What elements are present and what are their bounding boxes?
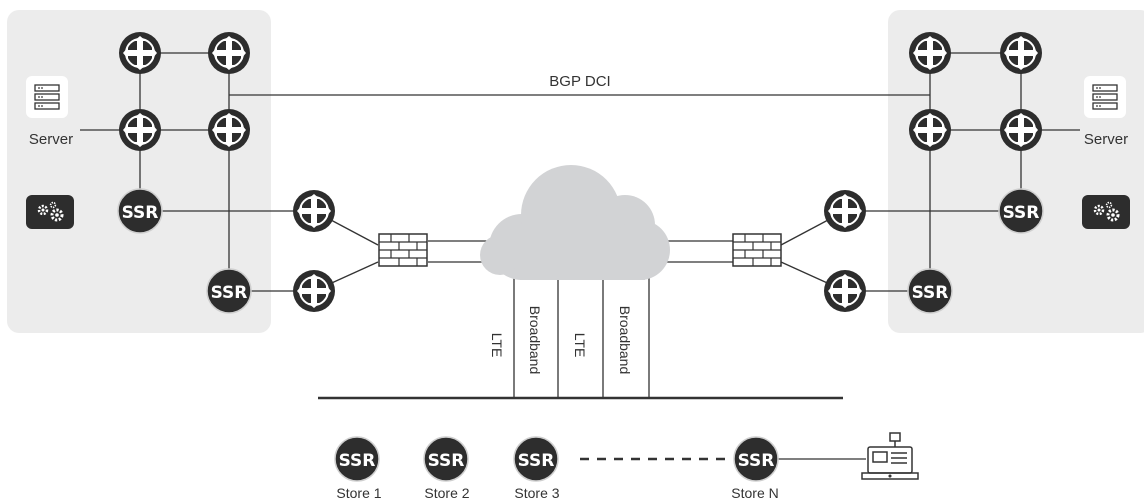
ssr-label: SSR	[912, 283, 949, 303]
right-server-label: Server	[1084, 131, 1128, 148]
right-ssr-bottom: SSR	[907, 268, 953, 314]
gears-icon	[1080, 193, 1132, 231]
router-icon	[207, 31, 251, 75]
ssr-label: SSR	[1003, 203, 1040, 223]
right-ssr-top: SSR	[998, 188, 1044, 234]
router-icon	[207, 108, 251, 152]
router-icon	[823, 189, 867, 233]
router-icon	[292, 189, 336, 233]
router-icon	[908, 108, 952, 152]
transport-label: LTE	[572, 333, 588, 358]
store-node: SSR Store 2	[423, 436, 470, 501]
ssr-label: SSR	[122, 203, 159, 223]
store-label: Store 1	[336, 485, 381, 501]
store-node: SSR Store N	[731, 436, 779, 501]
ssr-label: SSR	[738, 451, 775, 471]
ssr-label: SSR	[518, 451, 555, 471]
gears-icon	[24, 193, 76, 231]
cloud-icon	[480, 165, 670, 280]
left-ssr-top: SSR	[117, 188, 163, 234]
transport-label: Broadband	[527, 306, 543, 375]
router-icon	[118, 108, 162, 152]
left-server-label: Server	[29, 131, 73, 148]
router-icon	[999, 31, 1043, 75]
ssr-label: SSR	[211, 283, 248, 303]
store-label: Store 2	[424, 485, 469, 501]
store-node: SSR Store 1	[334, 436, 382, 501]
router-icon	[908, 31, 952, 75]
left-ssr-bottom: SSR	[206, 268, 252, 314]
cash-register-icon	[861, 432, 919, 480]
router-icon	[999, 108, 1043, 152]
firewall-icon	[378, 233, 428, 267]
right-datacenter-panel	[888, 10, 1144, 333]
store-label: Store N	[731, 485, 778, 501]
router-icon	[292, 269, 336, 313]
router-icon	[118, 31, 162, 75]
transport-label: Broadband	[617, 306, 633, 375]
firewall-icon	[732, 233, 782, 267]
store-node: SSR Store 3	[513, 436, 560, 501]
router-icon	[823, 269, 867, 313]
server-icon	[25, 75, 69, 119]
store-label: Store 3	[514, 485, 559, 501]
ssr-label: SSR	[339, 451, 376, 471]
transport-label: LTE	[489, 333, 505, 358]
dci-label: BGP DCI	[549, 73, 610, 90]
server-icon	[1083, 75, 1127, 119]
ssr-label: SSR	[428, 451, 465, 471]
left-datacenter-panel	[7, 10, 271, 333]
